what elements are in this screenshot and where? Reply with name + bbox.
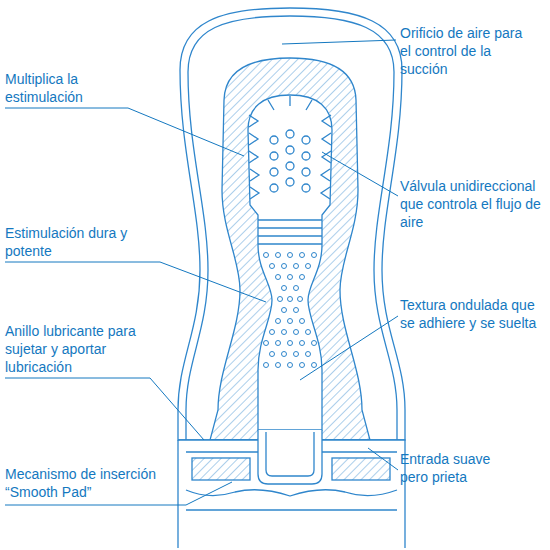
- lubricant-ring-left: [192, 458, 250, 480]
- callout-label: Textura ondulada que se adhiere y se sue…: [400, 296, 540, 332]
- smooth-pad: [186, 490, 397, 510]
- channel-ribs: [249, 96, 331, 199]
- hatched-sleeve: [210, 58, 370, 440]
- callout-label: Mecanismo de inserción “Smooth Pad”: [5, 465, 190, 501]
- callout-label: Entrada suave pero prieta: [400, 450, 520, 486]
- horizontal-ridges: [258, 220, 322, 244]
- lubricant-ring-right: [332, 458, 390, 480]
- callout-label: Estimulación dura y potente: [5, 224, 135, 260]
- stimulation-bumps: [264, 253, 317, 368]
- leader-lines: [5, 40, 398, 505]
- callout-label: Válvula unidireccional que controla el f…: [400, 177, 550, 231]
- valve-holes: [270, 130, 310, 192]
- callout-label: Anillo lubricante para sujetar y aportar…: [5, 322, 170, 376]
- callout-label: Orificio de aire para el control de la s…: [400, 24, 528, 78]
- callout-label: Multiplica la estimulación: [5, 70, 135, 106]
- entrance-cup: [258, 430, 322, 484]
- cup-outer-shell: [178, 8, 405, 440]
- cup-inner-wall: [186, 16, 397, 440]
